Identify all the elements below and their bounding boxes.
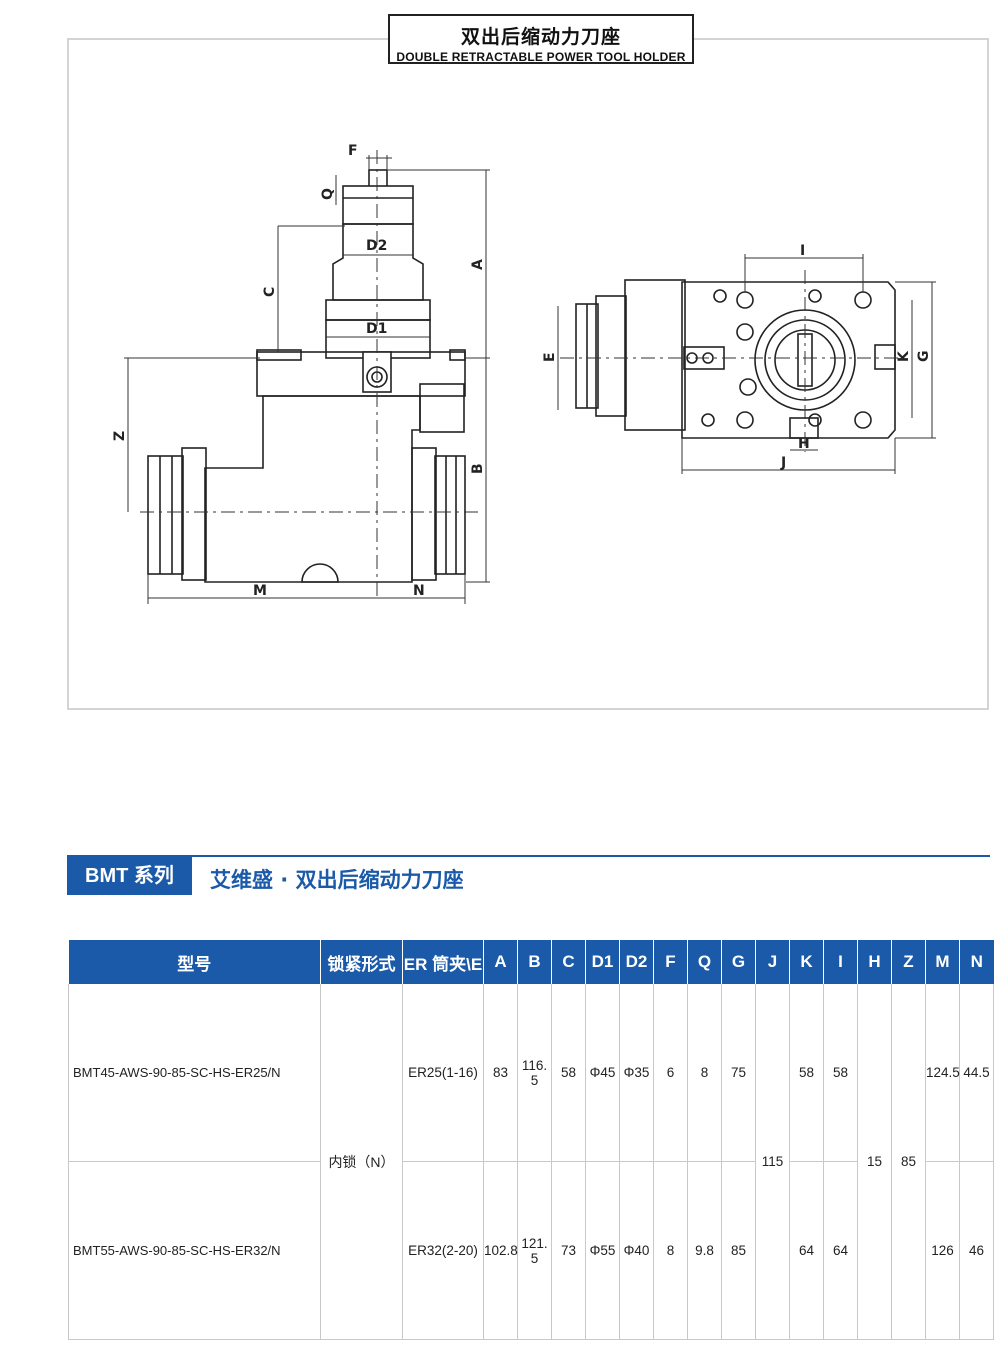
cell-f: 6 bbox=[653, 984, 688, 1162]
cell-j: 115 bbox=[755, 984, 790, 1340]
cell-c: 73 bbox=[551, 1161, 586, 1340]
col-header-g: G bbox=[721, 940, 756, 984]
col-header-k: K bbox=[789, 940, 824, 984]
dim-label-k: K bbox=[896, 350, 912, 362]
dim-label-n: N bbox=[413, 583, 425, 599]
col-header-d2: D2 bbox=[619, 940, 654, 984]
dim-label-g: G bbox=[916, 351, 932, 363]
holder-body bbox=[204, 395, 421, 583]
cell-n: 44.5 bbox=[959, 984, 994, 1162]
col-header-b: B bbox=[517, 940, 552, 984]
dim-label-a: A bbox=[470, 259, 486, 270]
clamp-block bbox=[419, 383, 465, 433]
cell-d1: Φ55 bbox=[585, 1161, 620, 1340]
dim-label-q: Q bbox=[320, 188, 336, 200]
dim-label-i: I bbox=[800, 243, 805, 259]
dim-label-c: C bbox=[262, 287, 278, 297]
dim-label-b: B bbox=[470, 463, 486, 474]
series-badge: BMT 系列 bbox=[67, 857, 192, 895]
series-title: 艾维盛 · 双出后缩动力刀座 bbox=[210, 868, 464, 892]
cell-d2: Φ35 bbox=[619, 984, 654, 1162]
col-header-i: I bbox=[823, 940, 858, 984]
series-divider bbox=[67, 855, 990, 857]
page-title: 双出后缩动力刀座 bbox=[460, 26, 621, 48]
cell-h: 15 bbox=[857, 984, 892, 1340]
front-nut bbox=[595, 295, 627, 417]
col-header-c: C bbox=[551, 940, 586, 984]
dim-label-z: Z bbox=[112, 431, 128, 441]
left-nut-outer bbox=[147, 455, 184, 575]
cell-model: BMT55-AWS-90-85-SC-HS-ER32/N bbox=[68, 1161, 321, 1340]
col-header-a: A bbox=[483, 940, 518, 984]
cell-g: 85 bbox=[721, 1161, 756, 1340]
cell-f: 8 bbox=[653, 1161, 688, 1340]
dim-label-f: F bbox=[348, 143, 358, 159]
cell-n: 46 bbox=[959, 1161, 994, 1340]
dim-label-d2: D2 bbox=[366, 238, 387, 254]
col-header-h: H bbox=[857, 940, 892, 984]
col-header-f: F bbox=[653, 940, 688, 984]
cell-z: 85 bbox=[891, 984, 926, 1340]
cell-c: 58 bbox=[551, 984, 586, 1162]
drive-coupling bbox=[342, 185, 414, 225]
technical-drawing: F Q D2 D1 C A Z B M N I E K G H J bbox=[112, 143, 936, 604]
cell-q: 8 bbox=[687, 984, 722, 1162]
table-row: BMT55-AWS-90-85-SC-HS-ER32/N ER32(2-20) … bbox=[68, 1161, 994, 1340]
right-nut-outer bbox=[434, 455, 466, 575]
cell-d1: Φ45 bbox=[585, 984, 620, 1162]
col-header-model: 型号 bbox=[68, 940, 321, 984]
h-key bbox=[789, 417, 819, 439]
front-rear-block bbox=[624, 279, 686, 431]
cell-a: 102.8 bbox=[483, 1161, 518, 1340]
cell-g: 75 bbox=[721, 984, 756, 1162]
bolt-hole bbox=[713, 289, 727, 303]
dim-label-j: J bbox=[780, 455, 786, 471]
cell-m: 124.5 bbox=[925, 984, 960, 1162]
cell-er: ER25(1-16) bbox=[402, 984, 484, 1162]
col-header-er: ER 筒夹\E bbox=[402, 940, 484, 984]
section-title-tab: 双出后缩动力刀座 DOUBLE RETRACTABLE POWER TOOL H… bbox=[388, 14, 694, 64]
cell-i: 64 bbox=[823, 1161, 858, 1340]
cell-k: 64 bbox=[789, 1161, 824, 1340]
col-header-n: N bbox=[959, 940, 994, 984]
cell-q: 9.8 bbox=[687, 1161, 722, 1340]
dim-label-e: E bbox=[542, 352, 558, 362]
table-header-row: 型号 锁紧形式 ER 筒夹\E A B C D1 D2 F Q G J K I … bbox=[68, 940, 994, 984]
table-row: BMT45-AWS-90-85-SC-HS-ER25/N 内锁（N） ER25(… bbox=[68, 984, 994, 1340]
front-flange-plate bbox=[681, 281, 896, 439]
cell-k: 58 bbox=[789, 984, 824, 1162]
left-nut bbox=[181, 447, 207, 581]
col-header-q: Q bbox=[687, 940, 722, 984]
col-header-j: J bbox=[755, 940, 790, 984]
cell-m: 126 bbox=[925, 1161, 960, 1340]
bottom-key bbox=[301, 563, 339, 583]
cell-b: 121. 5 bbox=[517, 1161, 552, 1340]
page-subtitle: DOUBLE RETRACTABLE POWER TOOL HOLDER bbox=[396, 50, 686, 64]
col-header-d1: D1 bbox=[585, 940, 620, 984]
cell-model: BMT45-AWS-90-85-SC-HS-ER25/N bbox=[68, 984, 321, 1162]
k-key bbox=[874, 344, 896, 370]
dim-label-m: M bbox=[253, 583, 267, 599]
dim-label-h: H bbox=[798, 436, 810, 452]
cell-b: 116. 5 bbox=[517, 984, 552, 1162]
spindle-body bbox=[332, 223, 424, 301]
cell-a: 83 bbox=[483, 984, 518, 1162]
cell-i: 58 bbox=[823, 984, 858, 1162]
spec-table: 型号 锁紧形式 ER 筒夹\E A B C D1 D2 F Q G J K I … bbox=[68, 940, 994, 1340]
cell-lock-type: 内锁（N） bbox=[320, 984, 403, 1340]
col-header-m: M bbox=[925, 940, 960, 984]
cell-er: ER32(2-20) bbox=[402, 1161, 484, 1340]
dim-label-d1: D1 bbox=[366, 321, 387, 337]
col-header-z: Z bbox=[891, 940, 926, 984]
spindle-flange bbox=[325, 299, 431, 321]
col-header-lock: 锁紧形式 bbox=[320, 940, 403, 984]
cell-d2: Φ40 bbox=[619, 1161, 654, 1340]
right-nut bbox=[411, 447, 437, 581]
